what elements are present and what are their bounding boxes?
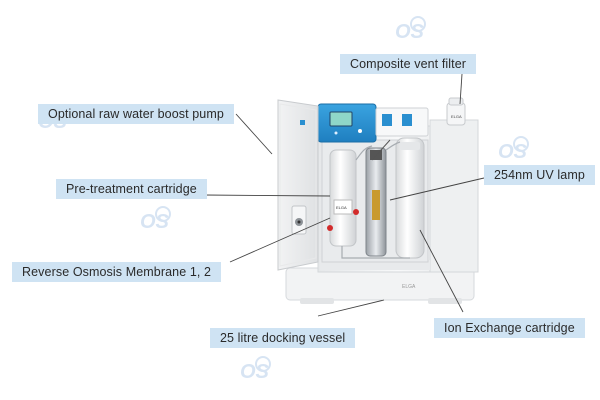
pipework (341, 141, 410, 259)
pretreatment-cartridge: ELGA (329, 149, 357, 247)
docking-vessel-base: ELGA (285, 267, 475, 304)
logo-watermark-icon: OS (498, 136, 529, 163)
label-docking-vessel: 25 litre docking vessel (210, 328, 356, 348)
label-pretreatment-cartridge: Pre-treatment cartridge (56, 179, 207, 199)
leader-lines (203, 73, 485, 317)
logo-watermark-icon: OS (395, 16, 426, 43)
logo-watermark-icon: OS (140, 206, 171, 233)
label-uv-lamp: 254nm UV lamp (484, 165, 595, 185)
label-text: Composite vent filter (350, 57, 467, 71)
svg-text:OS: OS (498, 141, 528, 163)
label-text: Pre-treatment cartridge (66, 182, 197, 196)
control-panel (317, 103, 429, 143)
label-vent-filter: Composite vent filter (340, 54, 477, 74)
label-text: Reverse Osmosis Membrane 1, 2 (22, 265, 212, 279)
valve-icon (353, 209, 359, 215)
label-text: 25 litre docking vessel (220, 331, 346, 345)
label-ro-membrane: Reverse Osmosis Membrane 1, 2 (12, 262, 222, 282)
label-text: Ion Exchange cartridge (444, 321, 575, 335)
label-boost-pump: Optional raw water boost pump (38, 104, 234, 124)
label-text: Optional raw water boost pump (48, 107, 224, 121)
label-ion-exchange-cartridge: Ion Exchange cartridge (434, 318, 585, 338)
svg-text:ELGA: ELGA (402, 284, 416, 290)
vent-filter: ELGA (446, 97, 466, 126)
cabinet-door (277, 99, 319, 271)
svg-text:ELGA: ELGA (336, 205, 347, 210)
uv-lamp (365, 139, 391, 257)
svg-text:OS: OS (140, 211, 170, 233)
svg-text:OS: OS (395, 21, 425, 43)
svg-text:OS: OS (240, 361, 270, 383)
svg-text:ELGA: ELGA (451, 114, 462, 119)
logo-watermark-icon: OS (240, 356, 271, 383)
valve-icon (327, 225, 333, 231)
label-text: 254nm UV lamp (494, 168, 585, 182)
